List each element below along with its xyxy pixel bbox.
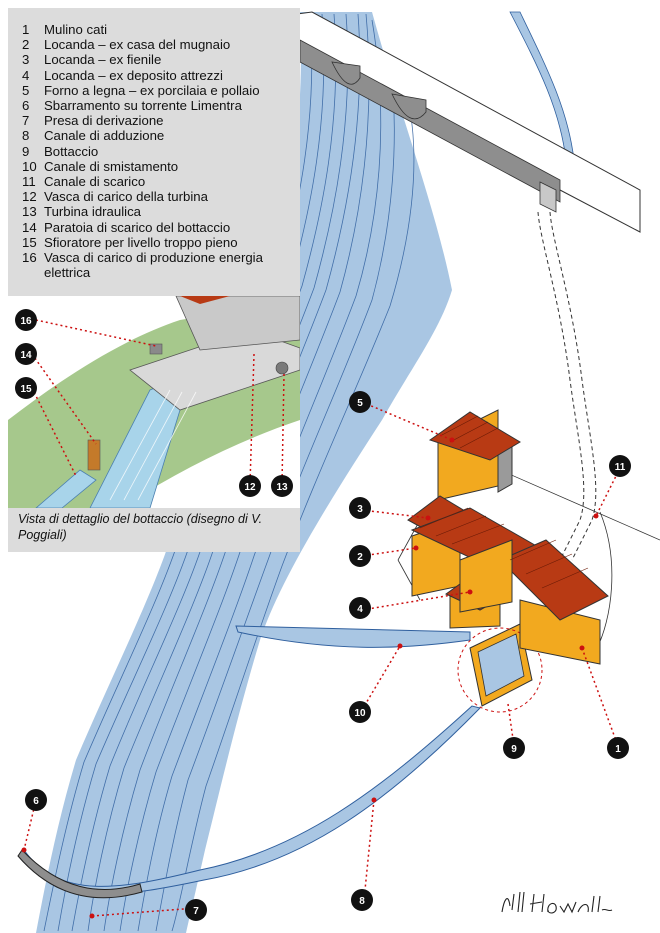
legend-text: Canale di adduzione — [44, 128, 165, 144]
legend-text: Vasca di carico della turbina — [44, 189, 208, 205]
legend-item: 9 Bottaccio — [22, 144, 284, 159]
svg-text:2: 2 — [357, 552, 363, 563]
legend-number: 16 — [22, 250, 37, 266]
bridge — [281, 11, 641, 233]
legend-item: 4 Locanda – ex deposito attrezzi — [22, 68, 284, 83]
legend-number: 5 — [22, 82, 30, 98]
detail-illustration: 16 14 15 12 13 — [8, 296, 300, 508]
legend-number: 3 — [22, 52, 30, 68]
legend-item: 5 Forno a legna – ex porcilaia e pollaio — [22, 83, 284, 98]
legend-text: Forno a legna – ex porcilaia e pollaio — [44, 82, 260, 98]
legend-text: Mulino cati — [44, 22, 108, 37]
leader-lines — [23, 401, 621, 917]
marker-8: 8 — [351, 889, 373, 911]
legend-number: 6 — [22, 98, 30, 114]
svg-text:5: 5 — [357, 398, 363, 409]
legend-item: 1 Mulino cati — [22, 22, 284, 37]
marker-16: 16 — [15, 309, 37, 331]
legend-text: Canale di scarico — [44, 174, 146, 190]
marker-2: 2 — [349, 545, 371, 567]
legend-item: 3 Locanda – ex fienile — [22, 52, 284, 67]
main-markers: 5 3 2 4 10 9 1 11 8 7 6 — [25, 391, 631, 921]
svg-text:15: 15 — [20, 384, 32, 395]
svg-text:7: 7 — [193, 906, 199, 917]
marker-11: 11 — [609, 455, 631, 477]
legend-item: 11 Canale di scarico — [22, 174, 284, 189]
svg-text:1: 1 — [615, 744, 621, 755]
legend-item: 15 Sfioratore per livello troppo pieno — [22, 235, 284, 250]
marker-5: 5 — [349, 391, 371, 413]
svg-text:10: 10 — [354, 708, 366, 719]
caption-panel: Vista di dettaglio del bottaccio (disegn… — [8, 508, 300, 552]
svg-text:6: 6 — [33, 796, 39, 807]
marker-10: 10 — [349, 701, 371, 723]
legend-item: 8 Canale di adduzione — [22, 128, 284, 143]
marker-14: 14 — [15, 343, 37, 365]
marker-12: 12 — [239, 475, 261, 497]
millpond-reservoir — [457, 623, 543, 713]
legend-item: 13 Turbina idraulica — [22, 204, 284, 219]
legend-number: 10 — [22, 158, 37, 174]
distribution-channel — [235, 625, 471, 648]
legend-item: 12 Vasca di carico della turbina — [22, 189, 284, 204]
marker-7: 7 — [185, 899, 207, 921]
legend-item: 7 Presa di derivazione — [22, 113, 284, 128]
legend-text: Bottaccio — [44, 143, 99, 159]
legend-text: Locanda – ex fienile — [44, 52, 162, 68]
svg-text:14: 14 — [20, 350, 32, 361]
discharge-channel — [537, 211, 597, 561]
legend-number: 14 — [22, 219, 37, 235]
legend-text: Turbina idraulica — [44, 204, 141, 220]
legend-number: 8 — [22, 128, 30, 144]
legend-item: 16 Vasca di carico di produzione energia … — [22, 250, 284, 280]
legend-panel: 1 Mulino cati 2 Locanda – ex casa del mugna… — [8, 8, 300, 296]
legend-number: 4 — [22, 67, 30, 83]
legend-text: Presa di derivazione — [44, 113, 164, 129]
legend-text: Canale di smistamento — [44, 158, 179, 174]
legend-number: 15 — [22, 234, 37, 250]
svg-text:11: 11 — [615, 462, 626, 473]
legend-number: 9 — [22, 143, 30, 159]
legend-number: 1 — [22, 22, 30, 37]
legend-text: Locanda – ex deposito attrezzi — [44, 67, 223, 83]
svg-text:9: 9 — [511, 744, 517, 755]
roof-hatching — [419, 415, 589, 589]
legend-number: 11 — [22, 174, 36, 190]
svg-text:13: 13 — [276, 482, 288, 493]
legend-item: 2 Locanda – ex casa del mugnaio — [22, 37, 284, 52]
legend-text: Vasca di carico di produzione energia el… — [44, 250, 263, 281]
marker-15: 15 — [15, 377, 37, 399]
legend-number: 7 — [22, 113, 30, 129]
marker-9: 9 — [503, 737, 525, 759]
marker-3: 3 — [349, 497, 371, 519]
svg-text:12: 12 — [244, 482, 256, 493]
marker-1: 1 — [607, 737, 629, 759]
legend-item: 6 Sbarramento su torrente Limentra — [22, 98, 284, 113]
legend-list: 1 Mulino cati 2 Locanda – ex casa del mugna… — [22, 22, 284, 280]
legend-number: 12 — [22, 189, 37, 205]
weir — [17, 849, 143, 899]
legend-text: Locanda – ex casa del mugnaio — [44, 37, 231, 53]
svg-text:16: 16 — [20, 316, 32, 327]
svg-text:3: 3 — [357, 504, 363, 515]
legend-text: Sbarramento su torrente Limentra — [44, 98, 242, 114]
legend-text: Paratoia di scarico del bottaccio — [44, 219, 231, 235]
marker-6: 6 — [25, 789, 47, 811]
legend-number: 2 — [22, 37, 30, 53]
legend-item: 14 Paratoia di scarico del bottaccio — [22, 220, 284, 235]
legend-number: 13 — [22, 204, 37, 220]
svg-text:4: 4 — [357, 604, 363, 615]
svg-text:8: 8 — [359, 896, 365, 907]
marker-4: 4 — [349, 597, 371, 619]
detail-caption: Vista di dettaglio del bottaccio (disegn… — [18, 512, 263, 542]
marker-13: 13 — [271, 475, 293, 497]
legend-item: 10 Canale di smistamento — [22, 159, 284, 174]
mill-buildings — [407, 409, 609, 665]
legend-text: Sfioratore per livello troppo pieno — [44, 234, 238, 250]
leader-dots — [21, 437, 599, 919]
signature — [501, 891, 613, 914]
